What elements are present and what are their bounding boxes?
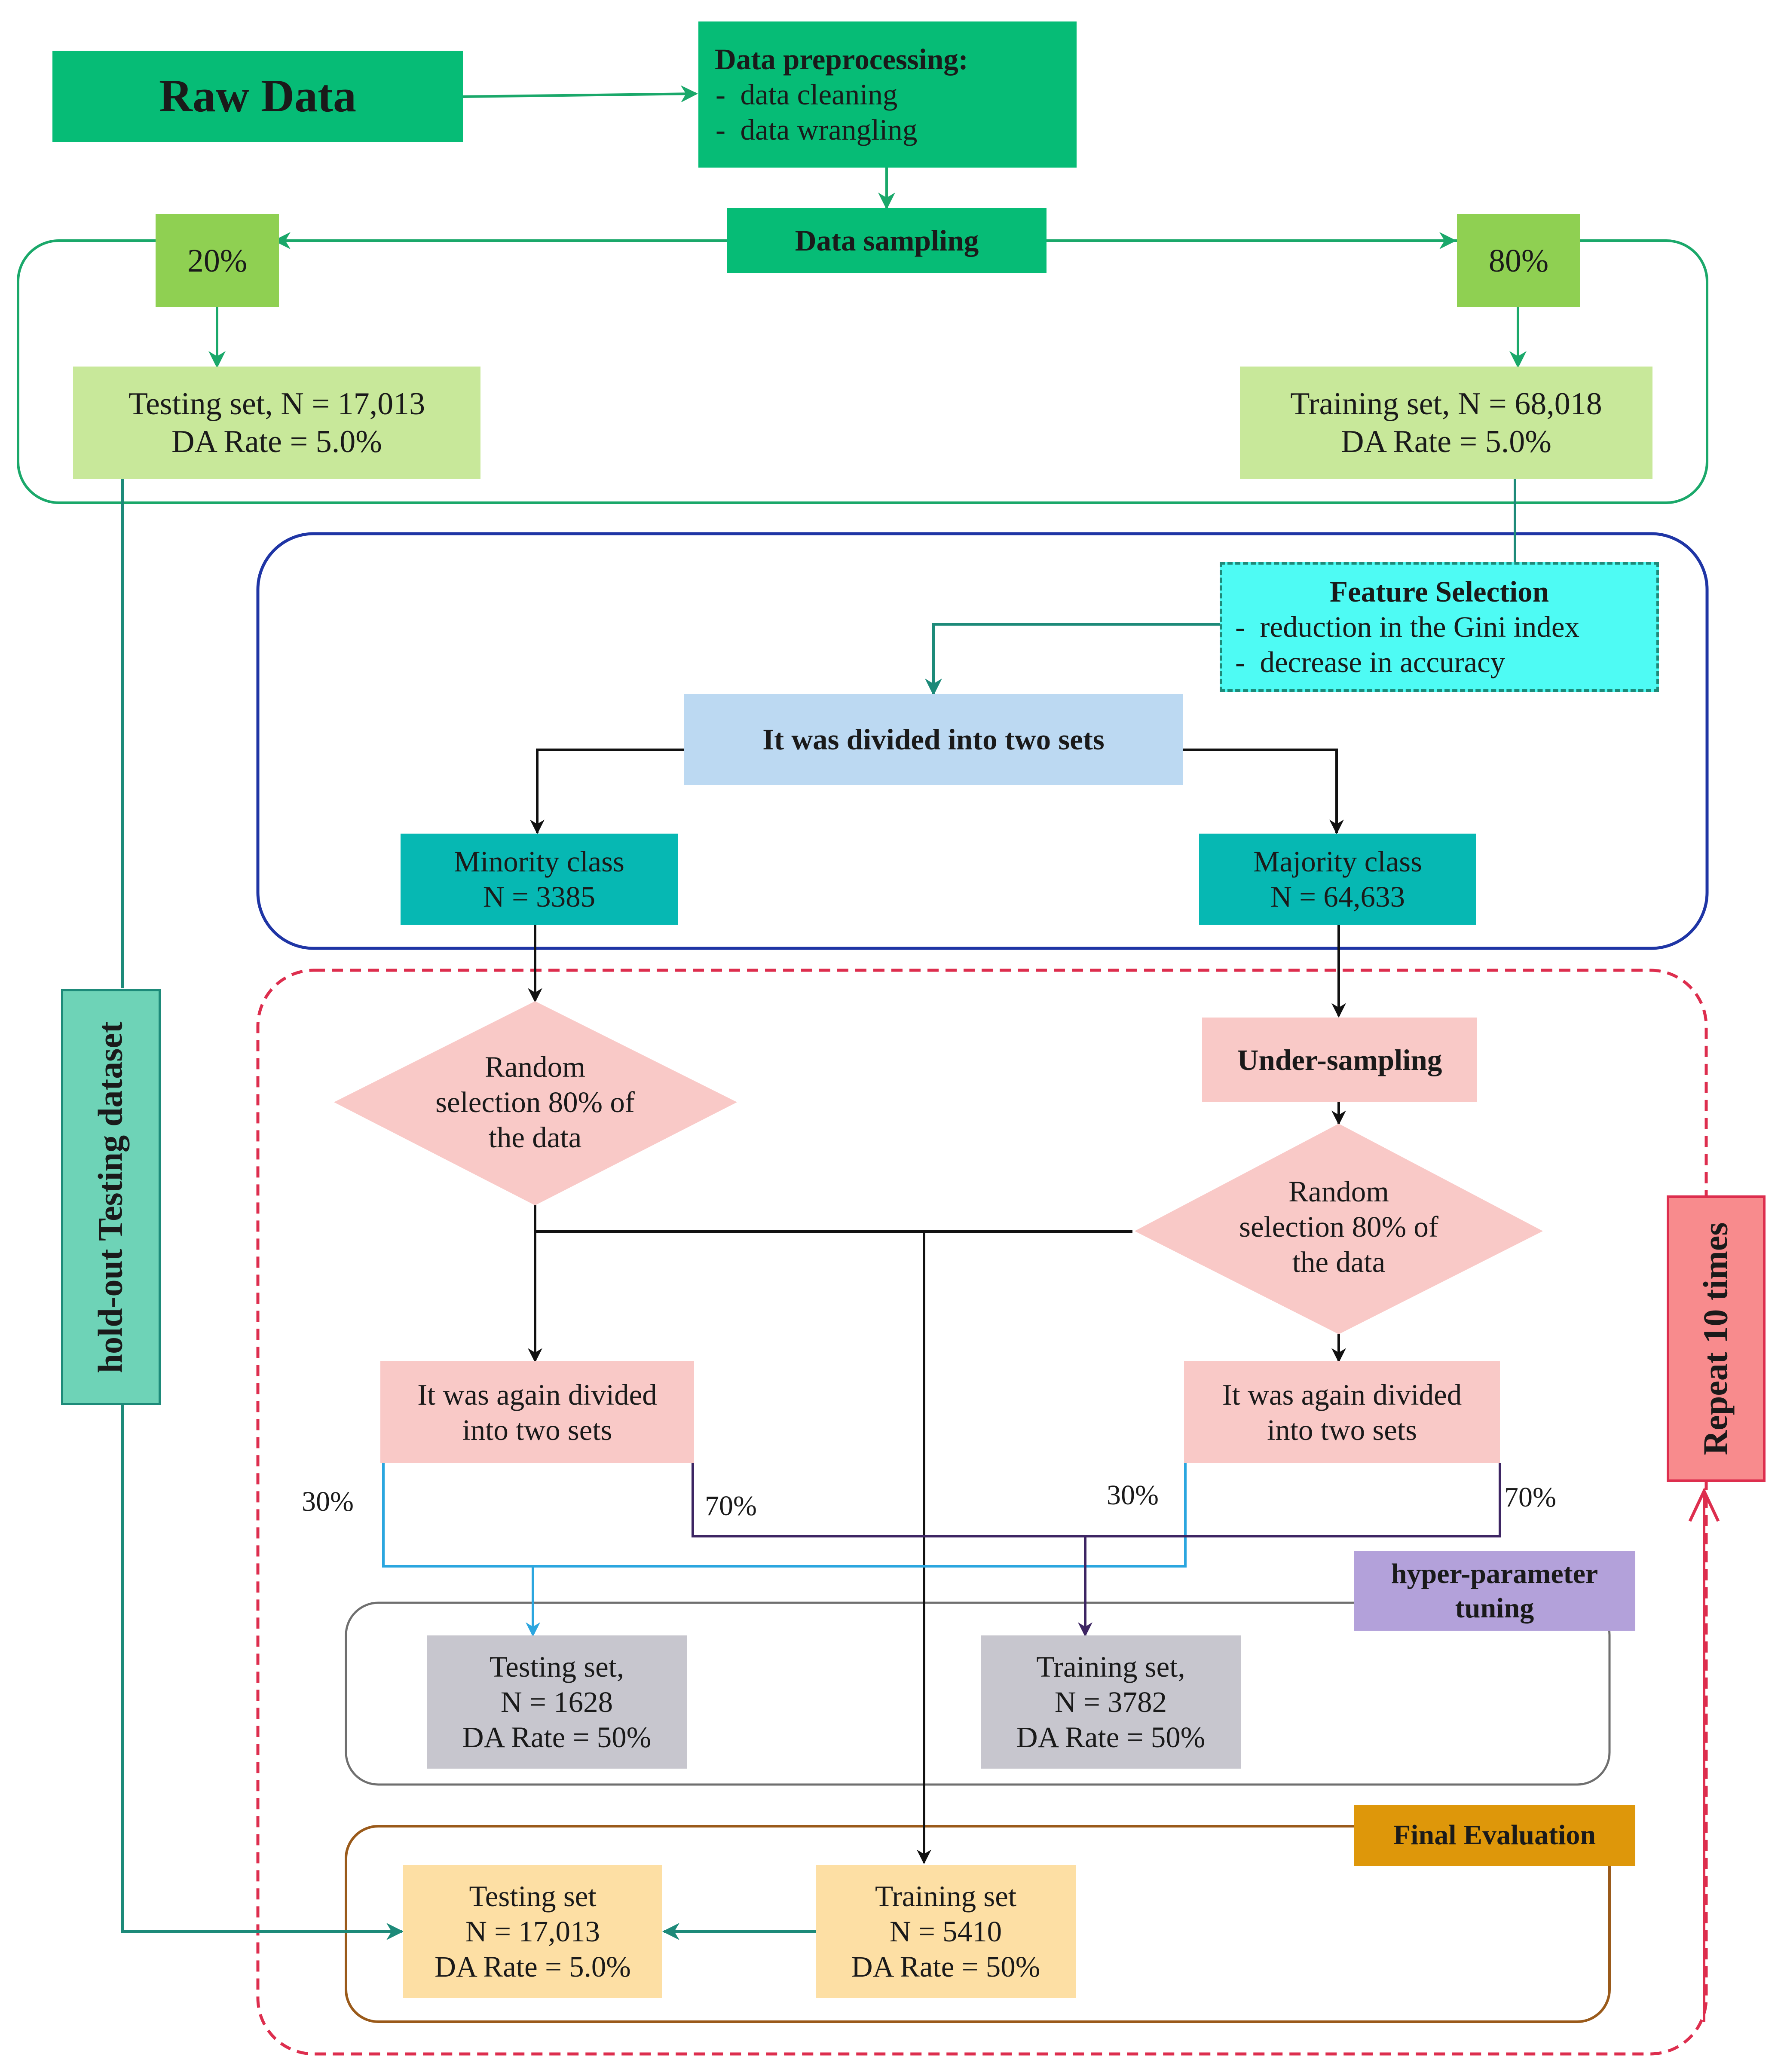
blue-split-left — [382, 1463, 1187, 1568]
split-20-label: 20% — [187, 242, 248, 279]
hyper-line1: hyper-parameter — [1391, 1558, 1598, 1589]
tuning-group-outline — [345, 1601, 1611, 1786]
arrow-raw-to-preprocessing — [462, 85, 698, 103]
final-test-line2: N = 17,013 — [465, 1915, 600, 1948]
majority-line2: N = 64,633 — [1270, 880, 1405, 913]
again-left-line2: into two sets — [462, 1413, 612, 1446]
preprocessing-box: Data preprocessing: - data cleaning - da… — [698, 21, 1077, 168]
final-group-outline — [345, 1825, 1611, 2023]
random-selection-right-shape — [1135, 1124, 1543, 1334]
majority-class-box: Majority class N = 64,633 — [1199, 834, 1476, 925]
split-80-box: 80% — [1457, 214, 1580, 307]
random-left-line2: selection 80% of — [435, 1086, 635, 1119]
majority-line1: Majority class — [1253, 845, 1422, 878]
divided-box: It was divided into two sets — [684, 694, 1183, 785]
final-train-line1: Training set — [875, 1880, 1017, 1913]
arrow-divided-to-minority — [530, 749, 684, 834]
divided-label: It was divided into two sets — [762, 723, 1105, 756]
split-20-box: 20% — [156, 214, 279, 307]
minority-line1: Minority class — [454, 845, 624, 878]
final-testing-box: Testing set N = 17,013 DA Rate = 5.0% — [403, 1865, 662, 1998]
holdout-testing-box: hold-out Testing dataset — [61, 989, 161, 1405]
raw-data-box: Raw Data — [52, 51, 463, 142]
random-left-line1: Random — [485, 1051, 585, 1083]
tuning-test-line2: N = 1628 — [500, 1686, 613, 1718]
training-set-line1: Training set, N = 68,018 — [1290, 386, 1602, 422]
training-set-line2: DA Rate = 5.0% — [1341, 424, 1551, 459]
tuning-testing-box: Testing set, N = 1628 DA Rate = 50% — [427, 1635, 687, 1769]
feature-item-accuracy: - decrease in accuracy — [1235, 646, 1506, 678]
tuning-training-box: Training set, N = 3782 DA Rate = 50% — [981, 1635, 1241, 1769]
tuning-train-line2: N = 3782 — [1054, 1686, 1167, 1718]
arrow-feature-to-divided — [925, 623, 1220, 696]
repeat-arrow-head — [1688, 1487, 1720, 1522]
preprocessing-item-wrangling: - data wrangling — [716, 113, 918, 146]
final-training-box: Training set N = 5410 DA Rate = 50% — [816, 1865, 1076, 1998]
pct-right-70: 70% — [1504, 1482, 1556, 1513]
undersampling-box: Under-sampling — [1202, 1018, 1477, 1102]
again-right-line2: into two sets — [1267, 1413, 1417, 1446]
data-sampling-label: Data sampling — [795, 224, 979, 257]
hyper-parameter-box: hyper-parameter tuning — [1354, 1551, 1635, 1631]
purple-split — [692, 1463, 1501, 1537]
minority-class-box: Minority class N = 3385 — [401, 834, 678, 925]
random-right-line3: the data — [1292, 1246, 1386, 1278]
again-left-line1: It was again divided — [417, 1378, 657, 1411]
repeat-label: Repeat 10 times — [1697, 1222, 1735, 1455]
pct-left-30: 30% — [302, 1486, 354, 1517]
preprocessing-title: Data preprocessing: — [715, 43, 968, 76]
raw-data-label: Raw Data — [159, 70, 356, 122]
again-divided-left-box: It was again divided into two sets — [380, 1361, 694, 1463]
random-selection-right-label: Random selection 80% of the data — [1190, 1164, 1487, 1289]
random-selection-left-shape — [334, 1001, 737, 1205]
hyper-line2: tuning — [1455, 1592, 1534, 1624]
final-evaluation-box: Final Evaluation — [1354, 1805, 1635, 1866]
holdout-label: hold-out Testing dataset — [92, 1021, 130, 1373]
preprocessing-item-cleaning: - data cleaning — [716, 78, 898, 111]
feature-selection-box: Feature Selection - reduction in the Gin… — [1220, 562, 1659, 692]
undersampling-label: Under-sampling — [1237, 1043, 1442, 1076]
tuning-train-line3: DA Rate = 50% — [1016, 1721, 1206, 1754]
tuning-test-line3: DA Rate = 50% — [462, 1721, 652, 1754]
repeat-box: Repeat 10 times — [1667, 1195, 1766, 1482]
testing-set-box: Testing set, N = 17,013 DA Rate = 5.0% — [73, 367, 480, 479]
pct-right-30: 30% — [1107, 1479, 1159, 1511]
feature-group-outline — [256, 532, 1709, 950]
random-selection-left-label: Random selection 80% of the data — [387, 1040, 683, 1164]
testing-set-line2: DA Rate = 5.0% — [171, 424, 382, 459]
tuning-train-line1: Training set, — [1036, 1650, 1185, 1683]
split-80-label: 80% — [1488, 242, 1549, 279]
data-sampling-box: Data sampling — [727, 208, 1047, 273]
arrow-divided-to-majority — [1183, 749, 1344, 834]
random-left-line3: the data — [488, 1121, 582, 1154]
random-right-line1: Random — [1288, 1175, 1389, 1208]
again-divided-right-box: It was again divided into two sets — [1184, 1361, 1500, 1463]
holdout-line-bottom — [121, 1405, 404, 1940]
training-set-box: Training set, N = 68,018 DA Rate = 5.0% — [1240, 367, 1652, 479]
final-test-line1: Testing set — [469, 1880, 597, 1913]
final-train-line3: DA Rate = 50% — [851, 1950, 1040, 1983]
final-train-line2: N = 5410 — [889, 1915, 1002, 1948]
feature-selection-title: Feature Selection — [1329, 575, 1549, 608]
feature-item-gini: - reduction in the Gini index — [1235, 611, 1579, 643]
again-right-line1: It was again divided — [1222, 1378, 1462, 1411]
repeat-loop-outline — [256, 969, 1708, 2056]
minority-line2: N = 3385 — [483, 880, 596, 913]
final-test-line3: DA Rate = 5.0% — [435, 1950, 631, 1983]
final-evaluation-label: Final Evaluation — [1393, 1819, 1596, 1851]
tuning-test-line1: Testing set, — [489, 1650, 624, 1683]
testing-set-line1: Testing set, N = 17,013 — [128, 386, 425, 422]
pct-left-70: 70% — [705, 1490, 757, 1522]
random-right-line2: selection 80% of — [1239, 1210, 1438, 1243]
